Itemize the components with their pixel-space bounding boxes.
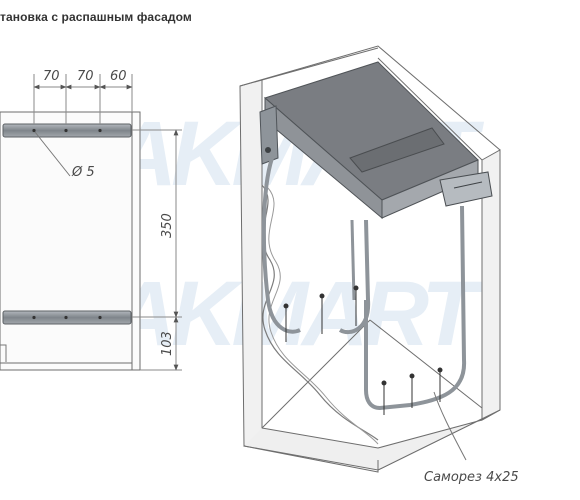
screw-leader: [433, 391, 467, 461]
cabinet-inner-right: [377, 57, 483, 420]
wire-frame-middle: [338, 219, 371, 335]
bottom-rail-hole-2: [64, 315, 68, 320]
bottom-rail-hole-1: [32, 315, 36, 320]
wire-frame-left: [261, 157, 301, 334]
cabinet-floor-left-edge: [261, 319, 371, 429]
front-cabinet-outline: [0, 111, 141, 371]
front-view: [0, 74, 182, 371]
bottom-rail-hole-3: [98, 315, 102, 320]
diameter-leader: [34, 131, 71, 177]
iso-view: [239, 45, 501, 473]
cutaway-contour-inner: [267, 187, 379, 445]
front-bracket: [0, 344, 7, 362]
top-rail-hole-1: [32, 128, 36, 133]
cabinet-floor-back-edge: [369, 319, 483, 409]
dim-rail-distance: 350: [160, 213, 175, 238]
cabinet-front-bottom: [243, 445, 379, 473]
drawer-top-insert: [349, 127, 445, 173]
top-rail-hole-3: [98, 128, 102, 133]
dim-hole-diameter: Ø 5: [71, 165, 95, 180]
dim-spacing-1: 70: [43, 69, 60, 84]
floor-screws: [283, 285, 443, 415]
page-title: тановка с распашным фасадом: [0, 10, 192, 24]
dim-spacing-3: 60: [110, 69, 127, 84]
wire-frame-right: [364, 205, 467, 411]
wire-frame-connector: [350, 219, 356, 301]
left-bracket-screw: [265, 147, 271, 153]
runner-rail-detail: [453, 181, 483, 189]
screw-label: Саморез 4x25: [424, 470, 519, 485]
cabinet-top-back-edge: [261, 47, 379, 81]
runner-rail: [439, 171, 493, 207]
cabinet-left-panel: [239, 79, 263, 447]
cabinet-bottom-panel: [243, 409, 501, 471]
dim-spacing-2: 70: [77, 69, 94, 84]
left-bracket-plate: [259, 105, 279, 165]
dim-bottom-offset: 103: [160, 331, 175, 356]
top-rail-hole-2: [64, 128, 68, 133]
vertical-dimension-103: [140, 316, 182, 371]
top-dimension-chain: [33, 74, 133, 124]
